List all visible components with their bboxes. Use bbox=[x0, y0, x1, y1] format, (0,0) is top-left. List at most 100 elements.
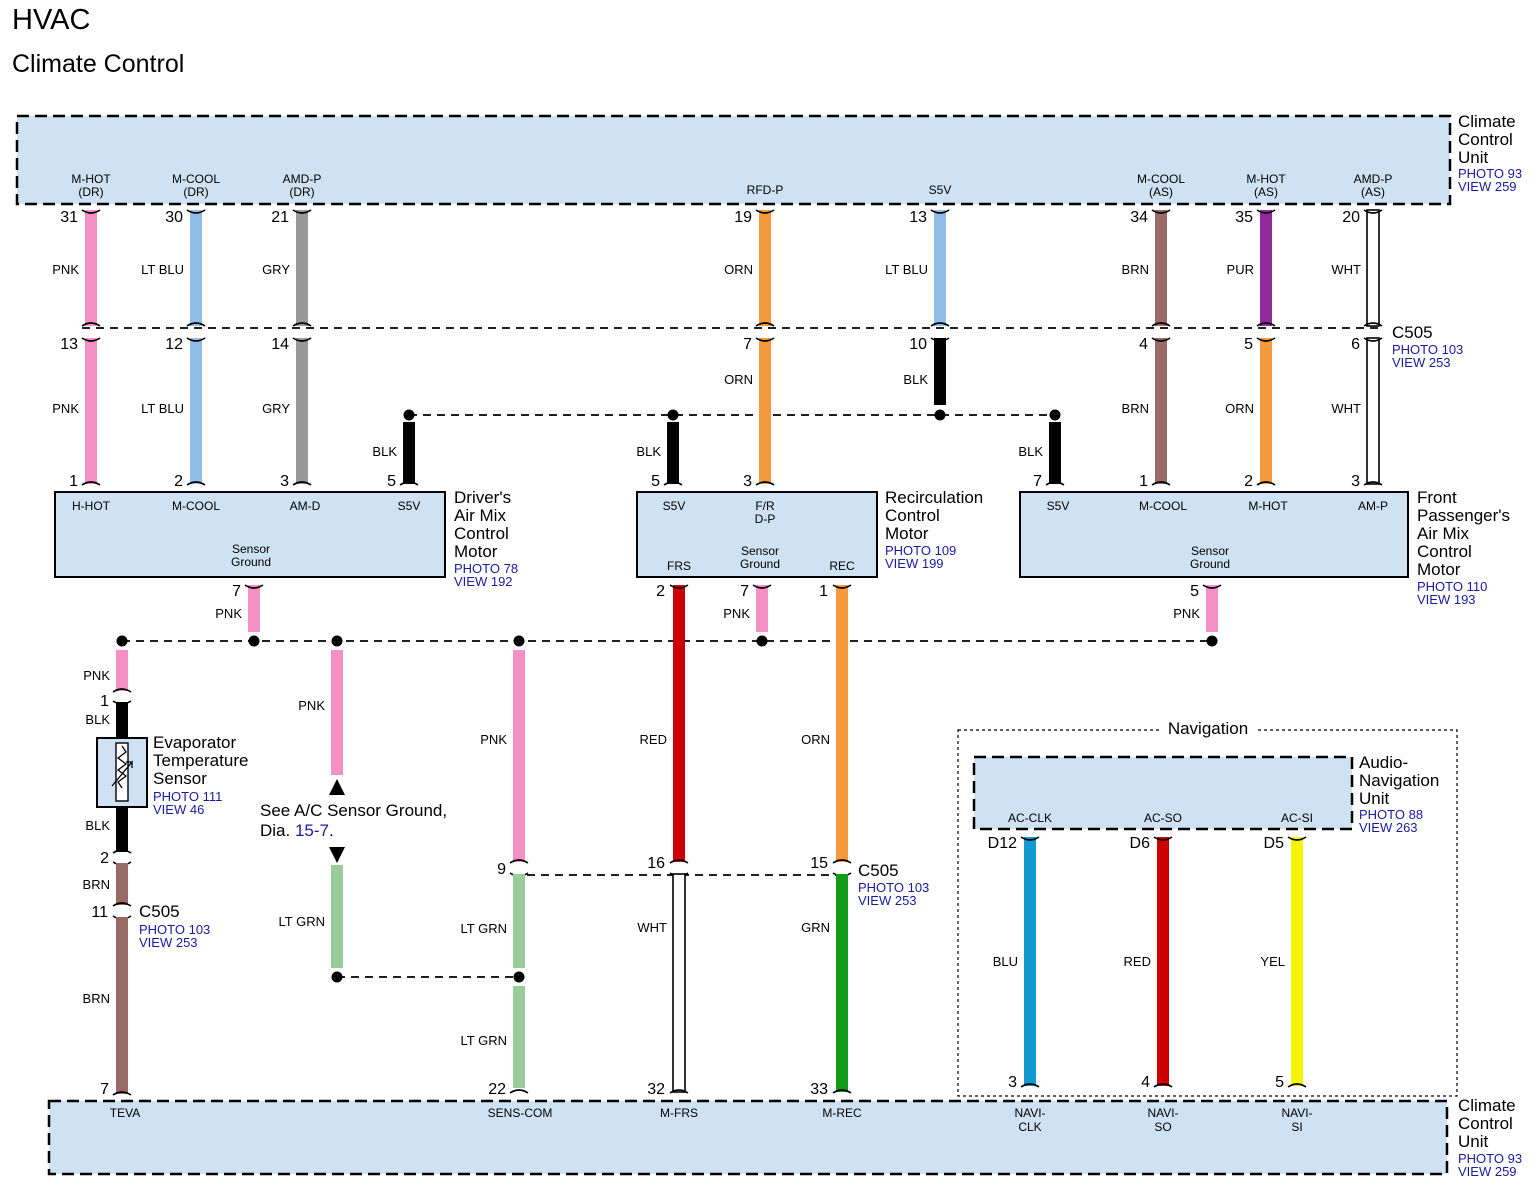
drivers-motor-label: Air Mix bbox=[454, 506, 506, 525]
terminal bbox=[669, 1089, 689, 1094]
motor-pin-label: S5V bbox=[398, 499, 421, 513]
wire-color-label: BRN bbox=[1122, 401, 1149, 416]
terminal bbox=[112, 902, 132, 907]
sensor-ground-label: Sensor bbox=[741, 544, 779, 558]
climate-control-unit-bottom bbox=[47, 1099, 1449, 1176]
signal-label: S5V bbox=[929, 183, 952, 197]
navigation-group-label: Navigation bbox=[1168, 719, 1248, 738]
page-subtitle: Climate Control bbox=[12, 50, 185, 78]
pin-number: 22 bbox=[488, 1081, 506, 1098]
terminal bbox=[755, 481, 775, 486]
terminal bbox=[81, 209, 101, 214]
terminal bbox=[1363, 322, 1383, 327]
wire-color-label: PNK bbox=[1173, 606, 1200, 621]
terminal bbox=[1151, 337, 1171, 342]
wire-upper bbox=[1260, 210, 1272, 326]
signal-label: (DR) bbox=[78, 185, 103, 199]
wire-color-label: PUR bbox=[1227, 262, 1254, 277]
wire-s5v-branch bbox=[1049, 422, 1061, 484]
terminal bbox=[930, 209, 950, 214]
terminal bbox=[1363, 481, 1383, 486]
signal-label: SO bbox=[1154, 1120, 1171, 1134]
pin-number: 9 bbox=[497, 861, 506, 878]
front-passenger-air-mix-motor bbox=[1019, 491, 1409, 578]
terminal bbox=[292, 209, 312, 214]
pin-number: 4 bbox=[1139, 336, 1148, 353]
wire-color-label: RED bbox=[1124, 954, 1151, 969]
thermistor-icon bbox=[116, 745, 128, 789]
photo-ref: PHOTO 103 bbox=[858, 880, 929, 895]
signal-label: AMD-P bbox=[283, 172, 322, 186]
evaporator-sensor-label: Sensor bbox=[153, 769, 207, 788]
wire-sensor-ground-ref bbox=[331, 650, 343, 775]
wire-navigation bbox=[1157, 837, 1169, 1086]
splice-dot bbox=[331, 971, 343, 983]
wire-sensor-ground bbox=[248, 585, 260, 632]
signal-label: (DR) bbox=[289, 185, 314, 199]
signal-label: (DR) bbox=[183, 185, 208, 199]
wire-color-label: ORN bbox=[801, 732, 830, 747]
wire-frs bbox=[672, 873, 686, 1093]
ground-splice bbox=[756, 635, 768, 647]
drivers-motor-label: Driver's bbox=[454, 488, 511, 507]
up-arrow-icon bbox=[329, 779, 345, 795]
wire-evap-ccu bbox=[116, 917, 128, 1094]
wire-color-label: BLK bbox=[636, 444, 661, 459]
pin-number: 3 bbox=[280, 473, 289, 490]
terminal bbox=[1363, 337, 1383, 342]
pin-number: 7 bbox=[740, 583, 749, 600]
wire-lower bbox=[1155, 338, 1167, 484]
wire-sens-com bbox=[513, 986, 525, 1088]
evaporator-sensor-label: Evaporator bbox=[153, 733, 236, 752]
wire-color-label: GRY bbox=[262, 401, 290, 416]
wire-evap-blk bbox=[116, 807, 128, 852]
terminal bbox=[832, 584, 852, 589]
wire-color-label: GRN bbox=[801, 920, 830, 935]
pin-number: 3 bbox=[743, 473, 752, 490]
terminal bbox=[832, 1089, 852, 1094]
terminal bbox=[399, 481, 419, 486]
signal-label: SI bbox=[1291, 1120, 1302, 1134]
pin-number: D6 bbox=[1130, 835, 1151, 852]
passenger-motor-label: Control bbox=[1417, 542, 1472, 561]
audio-navigation-unit-label: Audio- bbox=[1359, 753, 1408, 772]
wire-color-label: ORN bbox=[724, 262, 753, 277]
wire-lower bbox=[934, 338, 946, 405]
wire-sens-com bbox=[513, 650, 525, 862]
cross-reference-link: Dia. 15-7. bbox=[260, 821, 334, 840]
down-arrow-icon bbox=[329, 847, 345, 863]
pin-number: 30 bbox=[165, 209, 183, 226]
terminal bbox=[186, 337, 206, 342]
wire-navigation bbox=[1291, 837, 1303, 1086]
pin-number: 15 bbox=[810, 855, 828, 872]
splice-dot bbox=[513, 971, 525, 983]
terminal bbox=[186, 209, 206, 214]
passenger-motor-label: Passenger's bbox=[1417, 506, 1510, 525]
nav-signal-label: AC-CLK bbox=[1008, 811, 1052, 825]
wire-color-label: BRN bbox=[83, 877, 110, 892]
terminal bbox=[81, 337, 101, 342]
wire-color-label: PNK bbox=[83, 668, 110, 683]
terminal bbox=[1256, 209, 1276, 214]
wire-color-label: BLK bbox=[1018, 444, 1043, 459]
terminal bbox=[1151, 209, 1171, 214]
wire-color-label: YEL bbox=[1260, 954, 1285, 969]
pin-number: 33 bbox=[810, 1081, 828, 1098]
evaporator-sensor-label: Temperature bbox=[153, 751, 248, 770]
terminal bbox=[244, 584, 264, 589]
sensor-ground-label: Ground bbox=[740, 557, 780, 571]
photo-ref: PHOTO 110 bbox=[1417, 579, 1487, 594]
motor-pin-label: D-P bbox=[755, 512, 776, 526]
wire-color-label: LT GRN bbox=[461, 921, 507, 936]
terminal bbox=[832, 859, 852, 864]
photo-ref: PHOTO 88 bbox=[1359, 807, 1423, 822]
terminal bbox=[1256, 481, 1276, 486]
wire-color-label: WHT bbox=[1331, 401, 1361, 416]
wire-color-label: ORN bbox=[724, 372, 753, 387]
terminal bbox=[292, 337, 312, 342]
ground-splice bbox=[513, 635, 525, 647]
wire-upper bbox=[1155, 210, 1167, 326]
pin-number: D12 bbox=[988, 835, 1017, 852]
view-ref: VIEW 259 bbox=[1458, 1164, 1517, 1179]
climate-control-unit-label: Climate bbox=[1458, 112, 1516, 131]
